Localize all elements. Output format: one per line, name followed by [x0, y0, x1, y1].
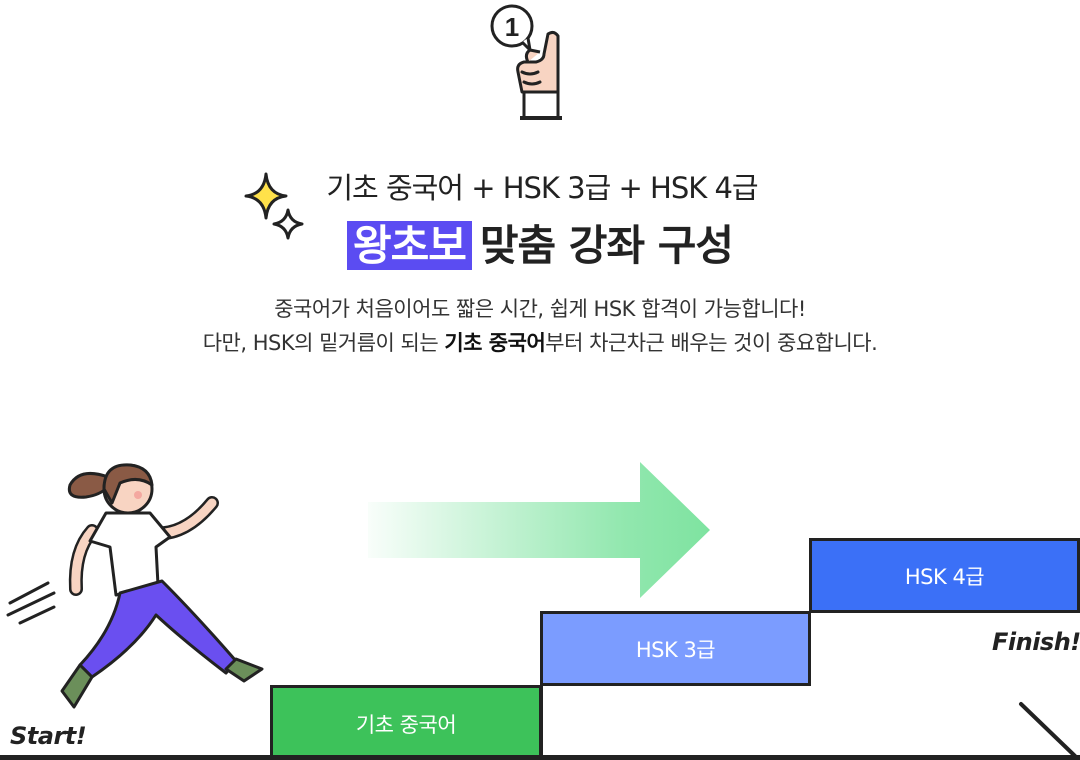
description-bold: 기초 중국어 [444, 331, 546, 355]
step-basic-chinese: 기초 중국어 [270, 685, 542, 760]
ground-line [0, 755, 1080, 760]
description: 중국어가 처음이어도 짧은 시간, 쉽게 HSK 합격이 가능합니다! 다만, … [0, 292, 1080, 360]
step-hsk4: HSK 4급 [809, 538, 1080, 613]
sparkle-icon [244, 172, 304, 240]
badge-number: 1 [505, 12, 519, 42]
description-text: 다만, HSK의 밑거름이 되는 [202, 331, 445, 355]
pointing-hand-icon: 1 [490, 4, 562, 120]
start-label: Start! [10, 722, 87, 750]
description-text: 부터 차근차근 배우는 것이 중요합니다. [545, 331, 878, 355]
finish-label: Finish! [992, 628, 1080, 656]
description-line-1: 중국어가 처음이어도 짧은 시간, 쉽게 HSK 합격이 가능합니다! [274, 297, 806, 321]
title-rest: 맞춤 강좌 구성 [479, 221, 734, 270]
step-divider [540, 685, 543, 760]
title-highlight: 왕초보 [346, 221, 472, 270]
arrow-right-icon [368, 462, 710, 598]
finish-slope-line [1019, 702, 1077, 758]
description-line-2: 다만, HSK의 밑거름이 되는 기초 중국어부터 차근차근 배우는 것이 중요… [0, 326, 1080, 360]
running-woman-illustration [6, 463, 264, 709]
step-hsk3: HSK 3급 [540, 611, 811, 686]
section-subtitle: 기초 중국어 + HSK 3급 + HSK 4급 [326, 171, 758, 205]
